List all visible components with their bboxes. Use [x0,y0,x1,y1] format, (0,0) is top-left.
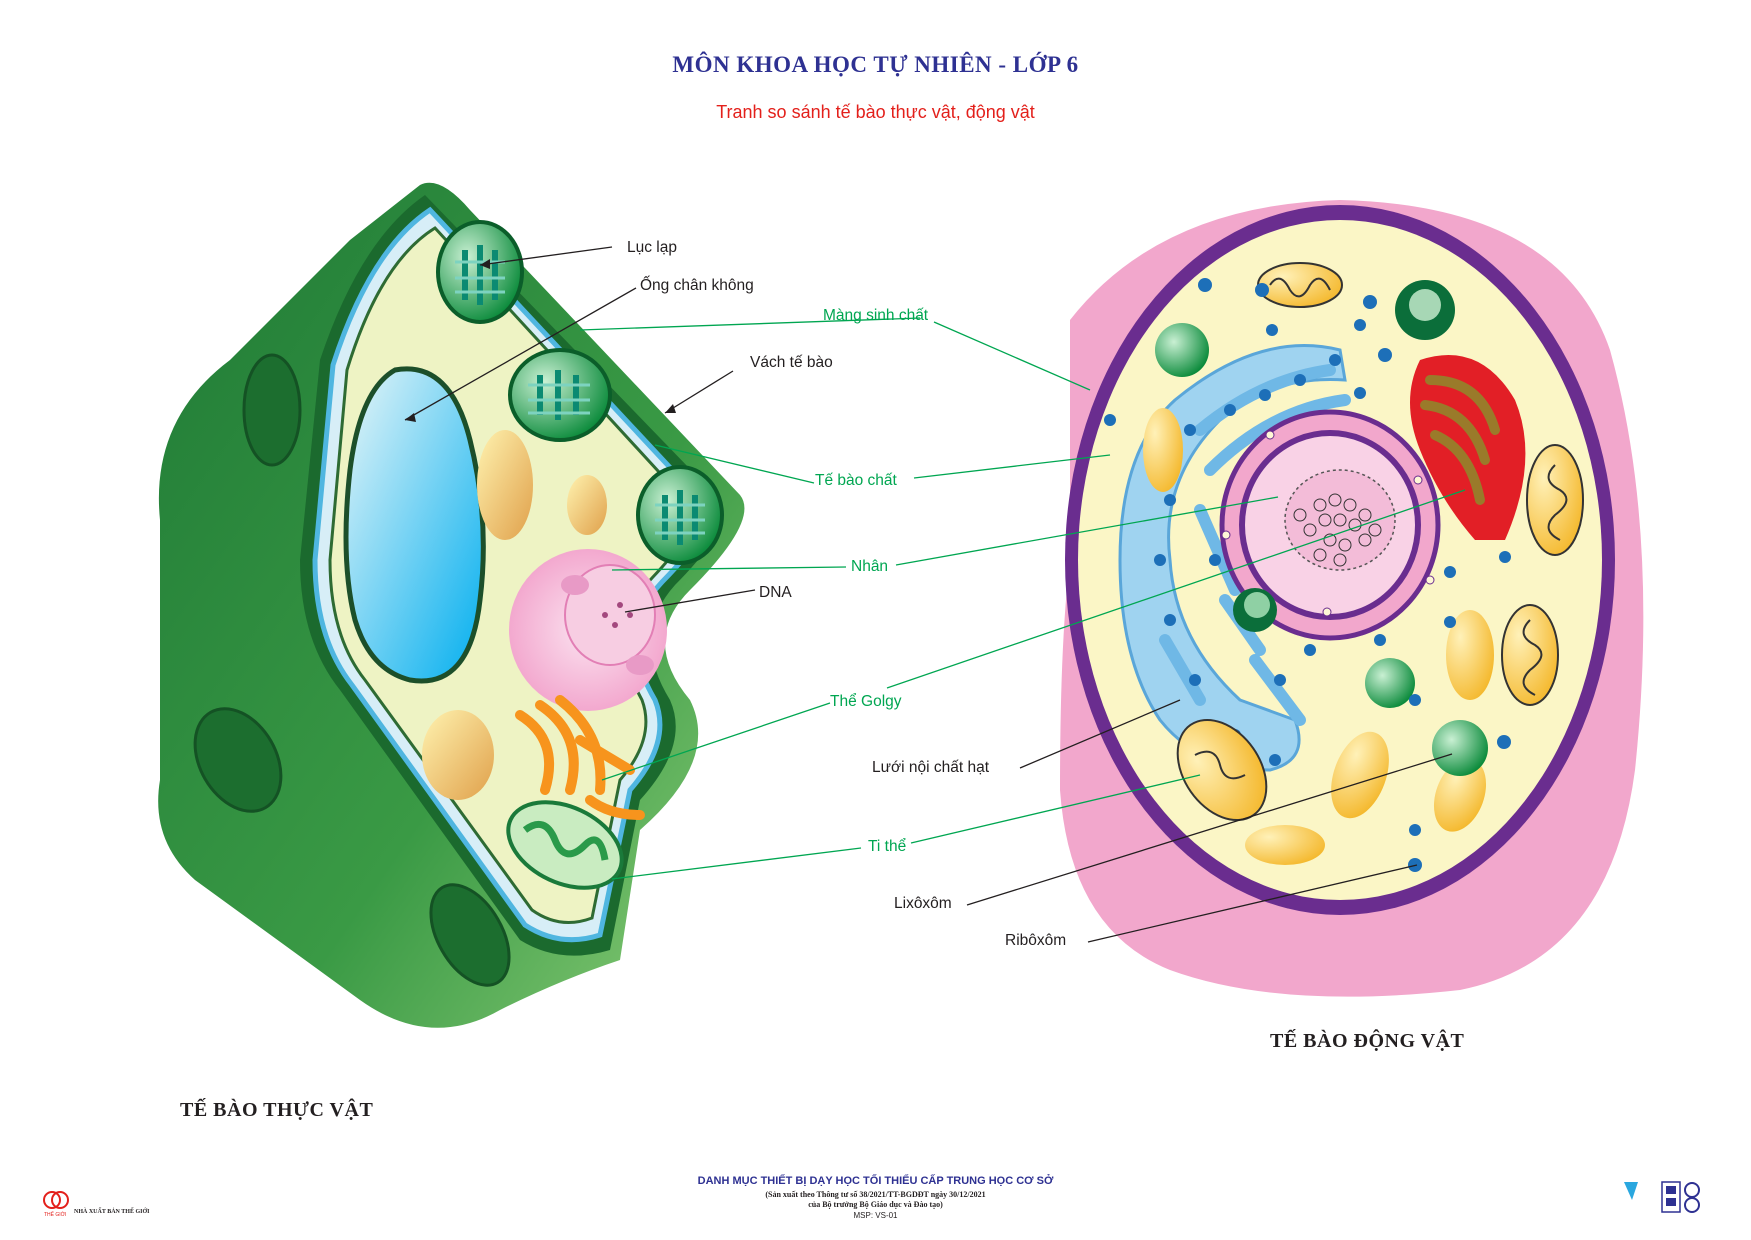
leader-lines [404,246,1466,943]
plant-nucleus [509,549,667,711]
animal-mitochondrion [1257,262,1343,308]
label-lixoxom: Lixôxôm [894,895,952,912]
footer-decree-authority: của Bộ trưởng Bộ Giáo dục và Đào tạo) [808,1200,943,1209]
chloroplast [436,220,524,324]
animal-nucleus [1219,409,1441,641]
plant-cell-caption: TẾ BÀO THỰC VẬT [180,1099,374,1121]
publisher-logo-text: THẾ GIỚI [44,1212,67,1218]
label-mang-sinh-chat: Màng sinh chất [823,307,929,324]
animal-cell-caption: TẾ BÀO ĐỘNG VẬT [1270,1030,1465,1052]
label-the-golgy: Thể Golgy [830,693,902,710]
label-luoi-noi-chat-hat: Lưới nội chất hạt [872,759,990,776]
label-luc-lap: Lục lạp [627,239,677,256]
label-ti-the: Ti thể [868,838,907,855]
plant-golgi [515,695,645,820]
animal-lysosome [1155,280,1488,776]
label-nhan: Nhân [851,558,889,575]
label-dna: DNA [759,584,792,601]
plant-vacuole [343,366,486,684]
plant-vesicle [477,430,533,540]
plant-mitochondrion [506,800,624,890]
animal-mitochondrion [1176,718,1268,822]
label-te-bao-chat: Tế bào chất [815,472,897,489]
animal-vesicle [1245,825,1325,865]
chloroplast [636,465,724,565]
plant-vesicle [422,710,494,800]
ribosome-dots [1104,278,1511,872]
plant-pit [193,707,283,813]
animal-cell [1060,200,1644,997]
label-vach-te-bao: Vách tế bào [750,354,833,371]
animal-vesicle [1143,408,1183,492]
chloroplast [508,348,612,442]
animal-vesicle [1433,758,1487,832]
plant-vesicle [567,475,607,535]
footer-decree: (Sản xuất theo Thông tư số 38/2021/TT-BG… [765,1190,986,1199]
plant-pit [242,353,302,467]
page-title: MÔN KHOA HỌC TỰ NHIÊN - LỚP 6 [672,52,1079,77]
footer-product-code: MSP: VS-01 [853,1211,898,1220]
plant-cell [158,182,745,1028]
animal-vesicle [1331,731,1389,819]
animal-mitochondrion [1526,444,1584,556]
label-riboxom: Ribôxôm [1005,932,1067,949]
animal-vesicle [1446,610,1494,700]
publisher-name: NHÀ XUẤT BẢN THẾ GIỚI [74,1209,150,1215]
certification-logos-icon [1624,1181,1700,1213]
animal-er-cisternae [1159,364,1351,726]
plant-pit [429,883,511,987]
animal-mitochondrion [1501,604,1559,706]
publisher-logo-icon [43,1191,69,1209]
animal-golgi [1410,355,1526,540]
footer-title: DANH MỤC THIẾT BỊ DẠY HỌC TỐI THIỂU CẤP … [697,1175,1054,1187]
page-subtitle: Tranh so sánh tế bào thực vật, động vật [716,102,1035,122]
label-ong-chan-khong: Ống chân không [640,277,754,294]
